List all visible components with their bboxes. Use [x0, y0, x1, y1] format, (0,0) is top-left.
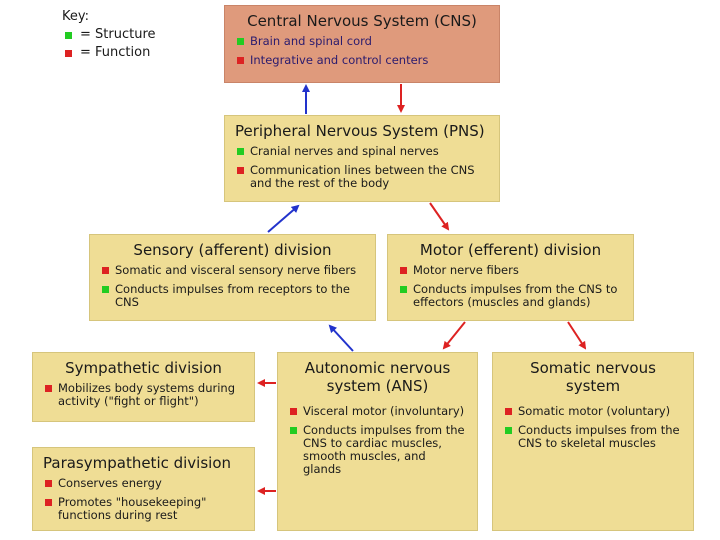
cns-title: Central Nervous System (CNS) — [247, 12, 477, 30]
autonomic-title: Autonomic nervous system (ANS) — [304, 359, 451, 395]
function-square-icon — [45, 385, 52, 392]
structure-square-icon — [237, 148, 244, 155]
somatic-title: Somatic nervous system — [530, 359, 656, 395]
legend-title: Key: — [62, 9, 90, 24]
function-square-icon — [45, 499, 52, 506]
autonomic-to-sensory-arrow — [328, 324, 354, 352]
structure-square-icon — [400, 286, 407, 293]
motor-to-autonomic-arrow — [442, 321, 466, 350]
function-square-icon — [45, 480, 52, 487]
structure-square-icon — [290, 427, 297, 434]
function-square-icon — [400, 267, 407, 274]
pns-title: Peripheral Nervous System (PNS) — [235, 122, 485, 140]
motor-title: Motor (efferent) division — [419, 241, 602, 259]
pns-to-motor-arrow — [429, 202, 450, 231]
parasympathetic-division-box: Parasympathetic division Conserves energ… — [32, 447, 255, 531]
function-square-icon — [290, 408, 297, 415]
motor-to-somatic-arrow — [567, 321, 587, 350]
function-square-icon — [505, 408, 512, 415]
function-square-icon — [65, 49, 72, 57]
structure-square-icon — [237, 38, 244, 45]
function-square-icon — [237, 167, 244, 174]
structure-square-icon — [65, 31, 72, 39]
somatic-nervous-system-box: Somatic nervous system Somatic motor (vo… — [492, 352, 694, 531]
motor-division-box: Motor (efferent) division Motor nerve fi… — [387, 234, 634, 321]
function-square-icon — [237, 57, 244, 64]
legend-function: = Function — [62, 44, 156, 62]
sympathetic-division-box: Sympathetic division Mobilizes body syst… — [32, 352, 255, 422]
function-square-icon — [102, 267, 109, 274]
autonomic-nervous-system-box: Autonomic nervous system (ANS) Visceral … — [277, 352, 478, 531]
legend: Key: = Structure = Function — [62, 8, 156, 62]
sensory-title: Sensory (afferent) division — [133, 241, 332, 259]
pns-box: Peripheral Nervous System (PNS) Cranial … — [224, 115, 500, 202]
sensory-to-pns-arrow — [267, 204, 300, 233]
structure-square-icon — [505, 427, 512, 434]
sensory-division-box: Sensory (afferent) division Somatic and … — [89, 234, 376, 321]
structure-square-icon — [102, 286, 109, 293]
sympathetic-title: Sympathetic division — [65, 359, 222, 377]
legend-structure: = Structure — [62, 26, 156, 44]
parasympathetic-title: Parasympathetic division — [43, 454, 232, 472]
cns-box: Central Nervous System (CNS) Brain and s… — [224, 5, 500, 83]
